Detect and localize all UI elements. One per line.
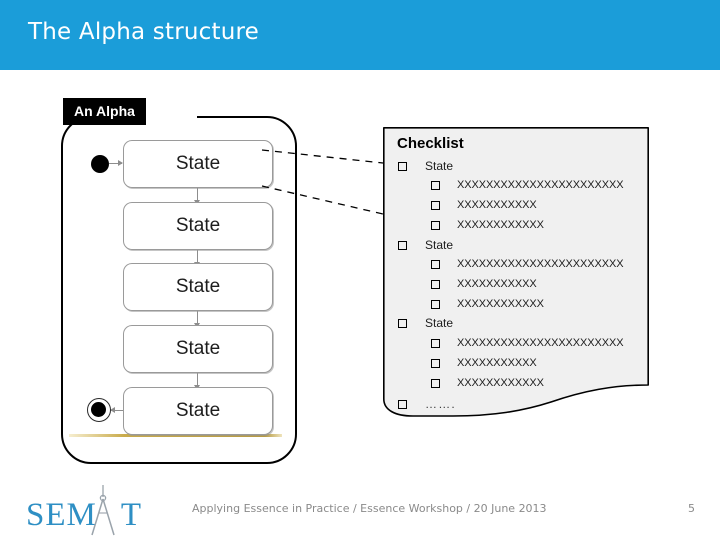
- checklist-item-row[interactable]: XXXXXXXXXXX: [431, 357, 537, 369]
- checklist-more-row[interactable]: …….: [398, 397, 456, 411]
- checkbox-icon[interactable]: [398, 318, 407, 328]
- checklist-group-row[interactable]: State: [398, 159, 453, 173]
- checklist-group-row[interactable]: State: [398, 316, 453, 330]
- checkbox-icon[interactable]: [431, 200, 440, 210]
- checklist-item-row[interactable]: XXXXXXXXXXXXXXXXXXXXXXX: [431, 337, 624, 349]
- checklist-item-label: XXXXXXXXXXXXXXXXXXXXXXX: [457, 258, 624, 270]
- checkbox-icon[interactable]: [431, 299, 440, 309]
- checklist-item-label: XXXXXXXXXXXXXXXXXXXXXXX: [457, 179, 624, 191]
- checklist-item-label: XXXXXXXXXXX: [457, 278, 537, 290]
- alpha-label: An Alpha: [63, 98, 146, 125]
- checkbox-icon[interactable]: [431, 279, 440, 289]
- semat-logo-right: T: [120, 497, 143, 533]
- checklist-content: Checklist State XXXXXXXXXXXXXXXXXXXXXXX …: [383, 127, 649, 417]
- checklist-item-label: XXXXXXXXXXXXXXXXXXXXXXX: [457, 337, 624, 349]
- transition-arrow: [194, 250, 200, 267]
- checklist-title: Checklist: [397, 135, 464, 152]
- checklist-item-row[interactable]: XXXXXXXXXXXX: [431, 298, 544, 310]
- checklist-group-row[interactable]: State: [398, 238, 453, 252]
- checklist-item-label: XXXXXXXXXXX: [457, 199, 537, 211]
- end-transition-arrow: [110, 406, 123, 413]
- transition-arrow: [194, 373, 200, 390]
- checkbox-icon[interactable]: [431, 338, 440, 348]
- start-state-icon: [91, 155, 109, 173]
- page-title: The Alpha structure: [28, 19, 259, 45]
- checkbox-icon[interactable]: [398, 240, 407, 250]
- checklist-paper-outline: [383, 127, 649, 417]
- checklist-item-row[interactable]: XXXXXXXXXXXXXXXXXXXXXXX: [431, 258, 624, 270]
- state-box[interactable]: State: [123, 263, 273, 311]
- alpha-diagram: An Alpha State State State State State: [55, 98, 305, 468]
- checklist-item-row[interactable]: XXXXXXXXXXX: [431, 278, 537, 290]
- state-box[interactable]: State: [123, 202, 273, 250]
- footer-text: Applying Essence in Practice / Essence W…: [192, 502, 547, 515]
- semat-logo: SEM T: [26, 483, 146, 537]
- checklist-item-label: XXXXXXXXXXXX: [457, 377, 544, 389]
- header-band: [0, 0, 720, 70]
- checkbox-icon[interactable]: [431, 259, 440, 269]
- checkbox-icon[interactable]: [431, 220, 440, 230]
- state-box[interactable]: State: [123, 387, 273, 435]
- transition-arrow: [194, 188, 200, 205]
- checklist-item-row[interactable]: XXXXXXXXXXX: [431, 199, 537, 211]
- semat-logo-left: SEM: [26, 497, 97, 533]
- checklist-group-label: State: [425, 238, 454, 252]
- checklist-panel: Checklist State XXXXXXXXXXXXXXXXXXXXXXX …: [383, 127, 649, 417]
- start-transition-arrow: [109, 159, 123, 166]
- transition-arrow: [194, 311, 200, 328]
- state-box[interactable]: State: [123, 140, 273, 188]
- accent-underline: [69, 434, 282, 437]
- page-number: 5: [688, 502, 695, 515]
- end-state-inner-dot: [91, 402, 106, 417]
- footer: SEM T Applying Essence in Practice / Esse…: [0, 478, 720, 540]
- end-state-icon: [87, 398, 111, 422]
- checklist-paper-shape: [383, 127, 649, 417]
- checklist-item-row[interactable]: XXXXXXXXXXXX: [431, 377, 544, 389]
- checkbox-icon[interactable]: [431, 180, 440, 190]
- checklist-item-row[interactable]: XXXXXXXXXXXX: [431, 219, 544, 231]
- checklist-item-label: XXXXXXXXXXXX: [457, 298, 544, 310]
- semat-logo-text: SEM T: [26, 497, 142, 534]
- checklist-group-label: State: [425, 316, 454, 330]
- state-box[interactable]: State: [123, 325, 273, 373]
- checkbox-icon[interactable]: [398, 399, 407, 409]
- checkbox-icon[interactable]: [431, 358, 440, 368]
- checklist-group-label: State: [425, 159, 454, 173]
- compass-icon: [91, 485, 115, 536]
- checkbox-icon[interactable]: [431, 378, 440, 388]
- checklist-item-label: XXXXXXXXXXXX: [457, 219, 544, 231]
- checklist-item-row[interactable]: XXXXXXXXXXXXXXXXXXXXXXX: [431, 179, 624, 191]
- checkbox-icon[interactable]: [398, 161, 407, 171]
- checklist-more-label: …….: [425, 397, 456, 411]
- checklist-item-label: XXXXXXXXXXX: [457, 357, 537, 369]
